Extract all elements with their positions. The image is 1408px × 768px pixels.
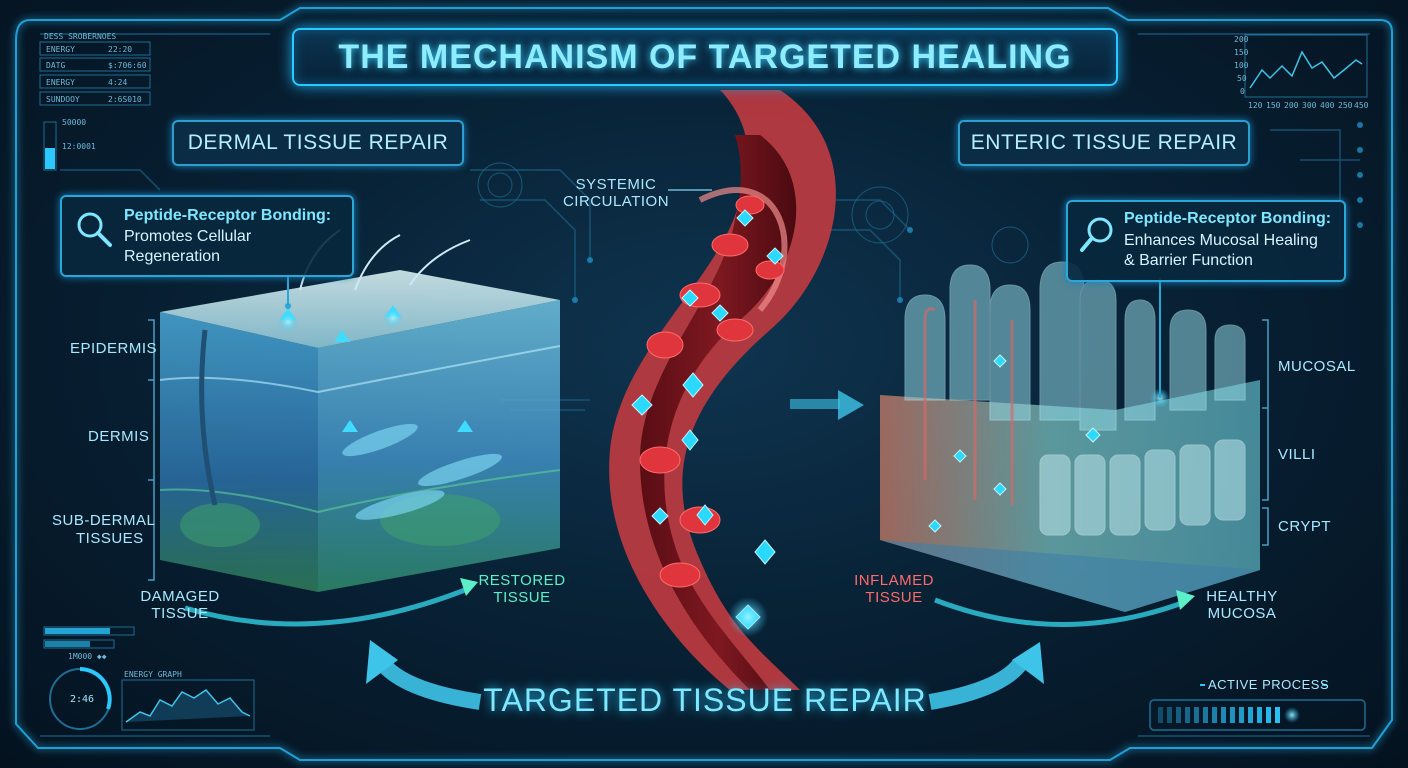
- layer-label-crypt: CRYPT: [1278, 518, 1332, 535]
- blood-vessel: [609, 90, 836, 690]
- magnifier-icon: [1080, 217, 1113, 252]
- hud-row-value: $:706:60: [108, 61, 147, 70]
- hud-xlabel: 400: [1320, 101, 1335, 110]
- skin-tissue-block: [159, 229, 561, 592]
- circulation-line: CIRCULATION: [562, 193, 670, 210]
- hud-tick: 0: [1240, 87, 1245, 96]
- callout-line: Promotes Cellular: [124, 228, 252, 245]
- enteric-callout: Peptide-Receptor Bonding: Enhances Mucos…: [1066, 200, 1346, 282]
- dermal-callout: Peptide-Receptor Bonding: Promotes Cellu…: [60, 195, 354, 277]
- hud-xlabel: 200: [1284, 101, 1299, 110]
- hud-row-label: ENERGY: [46, 45, 75, 54]
- restored-line: TISSUE: [493, 589, 551, 606]
- hud-header: DESS SROBERNOES: [44, 32, 117, 41]
- hud-row-value: 2:6S010: [108, 95, 142, 104]
- callout-line: Enhances Mucosal Healing: [1124, 232, 1318, 249]
- inflamed-line: INFLAMED: [854, 572, 934, 589]
- bottom-title: TARGETED TISSUE REPAIR: [483, 682, 927, 718]
- dial-value: 2:46: [70, 694, 95, 705]
- inflamed-tissue-label: INFLAMED TISSUE: [834, 572, 954, 606]
- gut-tissue-block: [880, 261, 1260, 612]
- layer-label-villi: VILLI: [1278, 446, 1316, 463]
- hud-tick: 200: [1234, 35, 1249, 44]
- callout-line: Regeneration: [124, 248, 221, 265]
- hud-row-value: 4:24: [108, 78, 128, 87]
- callout-title: Peptide-Receptor Bonding:: [124, 207, 332, 224]
- hud-xlabel: 450: [1354, 101, 1369, 110]
- hud-xlabel: 300: [1302, 101, 1317, 110]
- main-title: THE MECHANISM OF TARGETED HEALING: [338, 37, 1072, 76]
- hud-row-label: SUNDOOY: [46, 95, 80, 104]
- energy-graph-label: ENERGY GRAPH: [124, 670, 182, 679]
- callout-title: Peptide-Receptor Bonding:: [1124, 210, 1332, 227]
- layer-label-mucosal: MUCOSAL: [1278, 358, 1356, 375]
- damaged-tissue-label: DAMAGED TISSUE: [120, 588, 240, 622]
- layer-label-tissues: TISSUES: [76, 530, 144, 547]
- hud-row-value: 22:20: [108, 45, 133, 54]
- hud-xlabel: 250: [1338, 101, 1353, 110]
- hud-tick: 50: [1237, 74, 1247, 83]
- hud-row-label: ENERGY: [46, 78, 75, 87]
- enteric-section-title: ENTERIC TISSUE REPAIR: [958, 120, 1250, 166]
- hud-readout: 1M000 ◆◆: [68, 652, 107, 661]
- systemic-circulation-label: SYSTEMIC CIRCULATION: [556, 176, 676, 210]
- hud-xlabel: 150: [1266, 101, 1281, 110]
- hud-tick: 100: [1234, 61, 1249, 70]
- enteric-section-label: ENTERIC TISSUE REPAIR: [970, 131, 1238, 154]
- layer-label-subdermal: SUB-DERMAL: [52, 512, 156, 529]
- hud-gauge-value: 12:0001: [62, 142, 96, 151]
- layer-label-epidermis: EPIDERMIS: [70, 340, 158, 357]
- restored-line: RESTORED: [478, 572, 566, 589]
- dermal-section-title: DERMAL TISSUE REPAIR: [172, 120, 464, 166]
- damaged-line: DAMAGED: [140, 588, 220, 605]
- main-title-box: THE MECHANISM OF TARGETED HEALING: [292, 28, 1118, 86]
- callout-line: & Barrier Function: [1124, 252, 1253, 269]
- inflamed-line: TISSUE: [865, 589, 923, 606]
- layer-label-dermis: DERMIS: [88, 428, 150, 445]
- damaged-line: TISSUE: [151, 605, 209, 622]
- hud-gauge-value: 50000: [62, 118, 87, 127]
- magnifier-icon: [77, 212, 112, 247]
- healthy-mucosa-label: HEALTHY MUCOSA: [1182, 588, 1302, 622]
- hud-tick: 150: [1234, 48, 1249, 57]
- circulation-line: SYSTEMIC: [575, 176, 657, 193]
- dermal-section-label: DERMAL TISSUE REPAIR: [187, 131, 449, 154]
- active-process-label: ACTIVE PROCESS: [1208, 677, 1330, 692]
- hud-xlabel: 120: [1248, 101, 1263, 110]
- restored-tissue-label: RESTORED TISSUE: [462, 572, 582, 606]
- hud-row-label: DATG: [46, 61, 66, 70]
- healthy-line: HEALTHY: [1206, 588, 1278, 605]
- healthy-line: MUCOSA: [1207, 605, 1277, 622]
